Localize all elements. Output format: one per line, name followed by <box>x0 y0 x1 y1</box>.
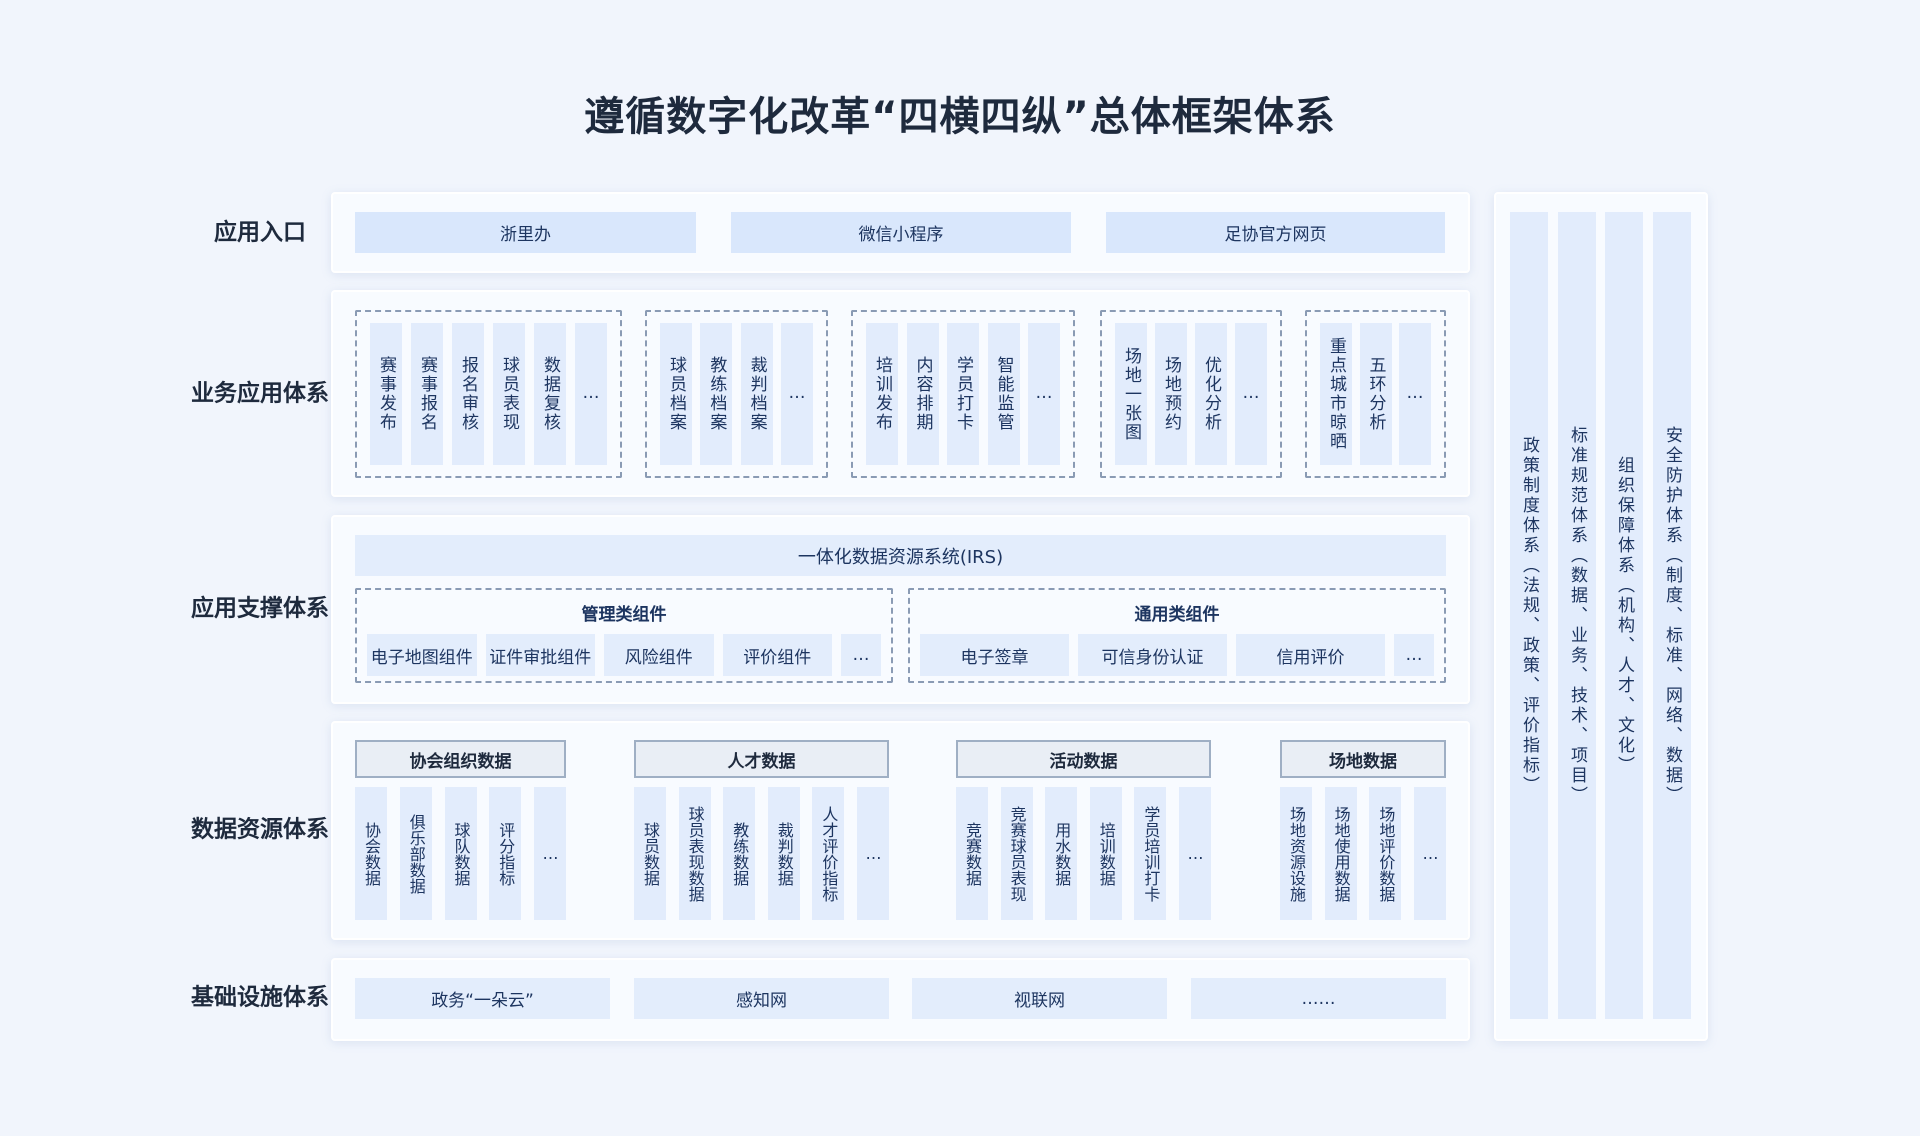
data-item: 竞赛球员表现 <box>1000 787 1033 920</box>
row-label-support: 应用支撑体系 <box>191 595 329 622</box>
irs-bar: 一体化数据资源系统(IRS) <box>355 535 1446 576</box>
business-group: 重点城市晾晒五环分析… <box>1305 310 1446 478</box>
business-item: 内容排期 <box>906 323 939 465</box>
business-item: … <box>575 323 607 465</box>
data-group-items: 球员数据球员表现数据教练数据裁判数据人才评价指标 … <box>634 787 889 920</box>
data-item: 场地资源设施 <box>1280 787 1312 920</box>
data-group-header: 场地数据 <box>1280 740 1446 778</box>
component-item: … <box>841 634 881 676</box>
component-item: 可信身份认证 <box>1078 634 1227 676</box>
business-item: 赛事报名 <box>411 323 443 465</box>
business-group: 球员档案教练档案裁判档案… <box>645 310 828 478</box>
data-item: 竞赛数据 <box>956 787 988 920</box>
vertical-system-column: 安全防护体系（制度、标准、网络、数据） <box>1653 212 1691 1019</box>
row-label-entry: 应用入口 <box>214 219 306 246</box>
business-item: … <box>780 323 813 465</box>
component-item: 证件审批组件 <box>485 634 595 676</box>
data-item: 俱乐部数据 <box>399 787 432 920</box>
infra-item: …… <box>1191 978 1446 1019</box>
business-item: … <box>1028 323 1060 465</box>
row-label-business: 业务应用体系 <box>191 380 329 407</box>
component-item: 风险组件 <box>604 634 714 676</box>
component-item: 信用评价 <box>1236 634 1385 676</box>
data-item: 人才评价指标 <box>812 787 845 920</box>
page-title: 遵循数字化改革“四横四纵”总体框架体系 <box>584 94 1336 140</box>
data-group-header: 协会组织数据 <box>355 740 566 778</box>
data-group-header: 活动数据 <box>956 740 1211 778</box>
data-group-items: 协会数据俱乐部数据球队数据评分指标 … <box>355 787 566 920</box>
data-group-items: 竞赛数据竞赛球员表现用水数据培训数据学员培训打卡 … <box>956 787 1211 920</box>
component-item: 电子地图组件 <box>367 634 477 676</box>
business-item: 重点城市晾晒 <box>1320 323 1352 465</box>
business-item: 五环分析 <box>1359 323 1392 465</box>
data-item: 评分指标 <box>489 787 522 920</box>
general-components-row: 电子签章可信身份认证信用评价… <box>910 634 1444 676</box>
business-item: … <box>1399 323 1431 465</box>
data-item: 协会数据 <box>355 787 387 920</box>
data-item: … <box>534 787 566 920</box>
entry-item: 微信小程序 <box>731 212 1071 253</box>
business-item: 培训发布 <box>866 323 898 465</box>
data-item: 球员数据 <box>634 787 666 920</box>
data-item: 球队数据 <box>444 787 477 920</box>
data-item: … <box>856 787 889 920</box>
business-item: 裁判档案 <box>740 323 773 465</box>
component-item: 电子签章 <box>920 634 1069 676</box>
infra-item: 视联网 <box>912 978 1167 1019</box>
entry-item: 浙里办 <box>355 212 696 253</box>
infra-item: 感知网 <box>634 978 889 1019</box>
data-item: … <box>1178 787 1211 920</box>
data-item: 培训数据 <box>1089 787 1122 920</box>
row-label-data: 数据资源体系 <box>191 816 329 843</box>
vertical-system-column: 标准规范体系（数据、业务、技术、项目） <box>1558 212 1596 1019</box>
data-item: 用水数据 <box>1045 787 1078 920</box>
business-item: 球员档案 <box>660 323 692 465</box>
data-item: 球员表现数据 <box>678 787 711 920</box>
business-item: 数据复核 <box>534 323 566 465</box>
component-item: 评价组件 <box>722 634 832 676</box>
business-item: … <box>1235 323 1267 465</box>
component-item: … <box>1394 634 1434 676</box>
vertical-system-column: 组织保障体系（机构、人才、文化） <box>1605 212 1643 1019</box>
management-components-group: 管理类组件电子地图组件证件审批组件风险组件评价组件… <box>355 588 893 683</box>
business-group: 场地一张图场地预约优化分析… <box>1100 310 1282 478</box>
management-components-row: 电子地图组件证件审批组件风险组件评价组件… <box>357 634 891 676</box>
business-item: 场地预约 <box>1155 323 1187 465</box>
business-item: 学员打卡 <box>947 323 979 465</box>
management-components-title: 管理类组件 <box>581 605 667 625</box>
business-item: 赛事发布 <box>370 323 402 465</box>
vertical-system-column: 政策制度体系（法规、政策、评价指标） <box>1510 212 1548 1019</box>
infra-item: 政务“一朵云” <box>355 978 610 1019</box>
business-group: 培训发布内容排期学员打卡智能监管… <box>851 310 1075 478</box>
business-item: 优化分析 <box>1195 323 1227 465</box>
entry-item: 足协官方网页 <box>1106 212 1445 253</box>
general-components-title: 通用类组件 <box>1134 605 1220 625</box>
business-item: 教练档案 <box>700 323 733 465</box>
business-item: 球员表现 <box>493 323 525 465</box>
general-components-group: 通用类组件电子签章可信身份认证信用评价… <box>908 588 1446 683</box>
data-item: 场地使用数据 <box>1324 787 1357 920</box>
data-group-items: 场地资源设施场地使用数据场地评价数据 … <box>1280 787 1446 920</box>
data-group-header: 人才数据 <box>634 740 889 778</box>
data-item: 学员培训打卡 <box>1134 787 1167 920</box>
row-label-infra: 基础设施体系 <box>191 984 329 1011</box>
business-item: 报名审核 <box>452 323 484 465</box>
data-item: 教练数据 <box>723 787 756 920</box>
data-item: 裁判数据 <box>767 787 800 920</box>
business-item: 场地一张图 <box>1115 323 1147 465</box>
business-item: 智能监管 <box>987 323 1020 465</box>
data-item: … <box>1413 787 1446 920</box>
business-group: 赛事发布赛事报名报名审核球员表现数据复核 … <box>355 310 622 478</box>
data-item: 场地评价数据 <box>1369 787 1402 920</box>
